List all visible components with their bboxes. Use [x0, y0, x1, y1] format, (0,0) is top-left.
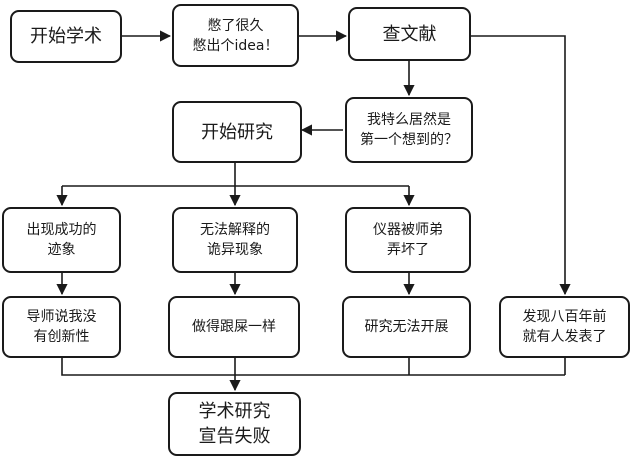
node-advisor-no-innovation: 导师说我没 有创新性: [2, 296, 121, 358]
node-start-research: 开始研究: [172, 101, 302, 163]
node-idea: 憋了很久 憋出个idea！: [172, 4, 299, 67]
node-cannot-proceed: 研究无法开展: [342, 296, 471, 358]
connector-collect: [61, 358, 566, 376]
node-first-to-think: 我特么居然是 第一个想到的？: [345, 97, 473, 163]
node-already-published: 发现八百年前 就有人发表了: [499, 296, 630, 358]
node-instrument-broken: 仪器被师弟 弄坏了: [345, 207, 471, 273]
node-results-terrible: 做得跟屎一样: [168, 296, 300, 358]
connector-research-split: [62, 163, 409, 187]
arrow-lit-to-published: [471, 35, 571, 296]
node-start-academia: 开始学术: [10, 10, 122, 63]
node-signs-of-success: 出现成功的 迹象: [2, 207, 121, 273]
node-research-failed: 学术研究 宣告失败: [168, 392, 301, 456]
node-literature-search: 查文献: [348, 7, 471, 61]
node-weird-phenomenon: 无法解释的 诡异现象: [172, 207, 298, 273]
